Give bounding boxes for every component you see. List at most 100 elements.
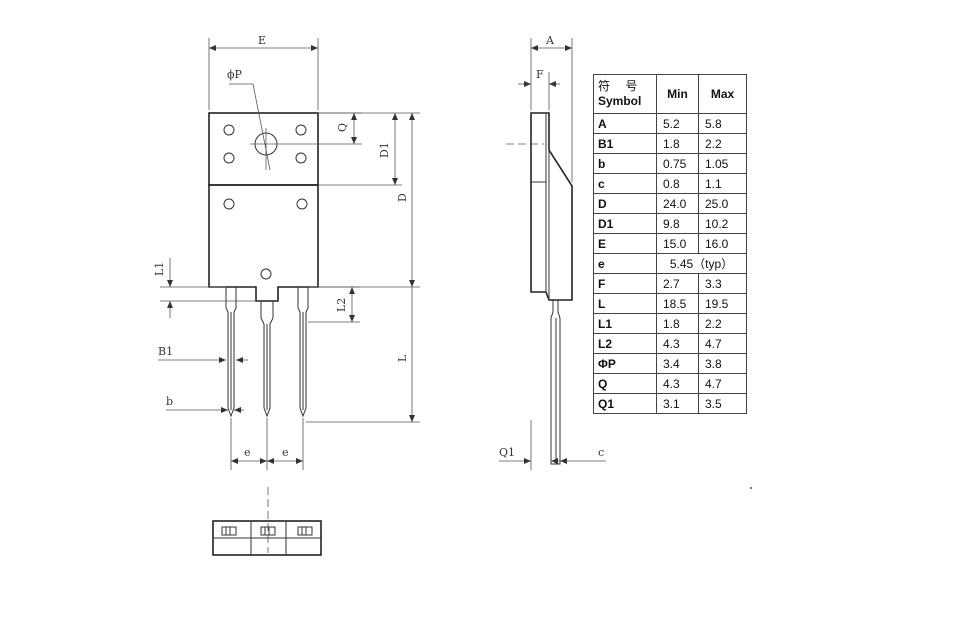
row-max: 4.7 <box>698 373 747 394</box>
row-min: 9.8 <box>656 213 699 234</box>
row-symbol: E <box>593 233 657 254</box>
row-min: 18.5 <box>656 293 699 314</box>
tab-hole-bottom-right <box>295 152 307 164</box>
table-row: ΦP 3.4 3.8 <box>593 353 747 374</box>
table-row: L1 1.8 2.2 <box>593 313 747 334</box>
header-symbol-cn: 符 号 <box>598 79 644 93</box>
table-row: E 15.0 16.0 <box>593 233 747 254</box>
row-max: 16.0 <box>698 233 747 254</box>
row-symbol: e <box>593 253 657 274</box>
dimension-L: L <box>306 287 420 423</box>
row-max: 10.2 <box>698 213 747 234</box>
label-L1: L1 <box>153 262 166 276</box>
row-symbol: A <box>593 113 657 134</box>
dimension-A: A <box>530 34 573 182</box>
label-E: E <box>258 34 266 47</box>
row-max: 25.0 <box>698 193 747 214</box>
bottom-view <box>212 487 322 556</box>
table-row: L 18.5 19.5 <box>593 293 747 314</box>
row-min: 3.1 <box>656 393 699 414</box>
label-F: F <box>536 68 544 81</box>
row-min: 4.3 <box>656 373 699 394</box>
side-view: A F Q1 c <box>499 34 606 470</box>
dimension-phiP: ϕP <box>227 68 271 171</box>
label-c: c <box>598 446 604 459</box>
label-B1: B1 <box>158 345 173 358</box>
dimension-c: c <box>560 446 606 464</box>
label-phiP: ϕP <box>227 68 242 81</box>
label-Q: Q <box>336 123 349 132</box>
label-e-right: e <box>282 446 289 459</box>
header-max: Max <box>698 74 747 114</box>
row-max: 2.2 <box>698 313 747 334</box>
row-min: 1.8 <box>656 313 699 334</box>
row-symbol: Q1 <box>593 393 657 414</box>
dimension-F: F <box>518 68 560 110</box>
row-max: 5.8 <box>698 113 747 134</box>
row-symbol: L1 <box>593 313 657 334</box>
row-symbol: F <box>593 273 657 294</box>
row-max: 2.2 <box>698 133 747 154</box>
label-L2: L2 <box>335 298 348 312</box>
table-header-row: 符 号 Symbol Min Max <box>593 74 747 114</box>
row-symbol: c <box>593 173 657 194</box>
row-symbol: L2 <box>593 333 657 354</box>
dimension-D: D <box>318 112 420 288</box>
body-hole-right <box>296 198 308 210</box>
dimension-L2: L2 <box>308 286 360 323</box>
row-max: 1.1 <box>698 173 747 194</box>
dimension-Q: Q <box>282 112 362 145</box>
dimension-L1: L1 <box>153 258 256 318</box>
label-L: L <box>396 354 409 362</box>
row-symbol: b <box>593 153 657 174</box>
dimension-Q1: Q1 <box>499 420 560 470</box>
dimension-e: e e <box>230 418 304 470</box>
row-symbol: D1 <box>593 213 657 234</box>
row-min: 2.7 <box>656 273 699 294</box>
front-body-outline <box>208 184 319 302</box>
table-row: Q 4.3 4.7 <box>593 373 747 394</box>
table-row: A 5.2 5.8 <box>593 113 747 134</box>
row-min: 15.0 <box>656 233 699 254</box>
header-symbol-en: Symbol <box>598 94 642 108</box>
table-row: L2 4.3 4.7 <box>593 333 747 354</box>
label-A: A <box>545 34 555 47</box>
table-row: F 2.7 3.3 <box>593 273 747 294</box>
tab-hole-bottom-left <box>223 152 235 164</box>
row-symbol: L <box>593 293 657 314</box>
tab-hole-top-left <box>223 124 235 136</box>
table-row: D1 9.8 10.2 <box>593 213 747 234</box>
label-e-left: e <box>244 446 251 459</box>
table-row: b 0.75 1.05 <box>593 153 747 174</box>
body-hole-bottom <box>260 268 272 280</box>
table-row: e 5.45（typ） <box>593 253 747 274</box>
front-tab-outline <box>208 112 319 186</box>
row-symbol: D <box>593 193 657 214</box>
row-symbol: B1 <box>593 133 657 154</box>
row-min: 5.2 <box>656 113 699 134</box>
row-symbol: Q <box>593 373 657 394</box>
header-symbol: 符 号 Symbol <box>593 74 657 114</box>
tab-hole-top-right <box>295 124 307 136</box>
label-b: b <box>166 395 173 408</box>
row-min: 4.3 <box>656 333 699 354</box>
row-min: 24.0 <box>656 193 699 214</box>
row-min: 0.75 <box>656 153 699 174</box>
row-min: 1.8 <box>656 133 699 154</box>
row-symbol: ΦP <box>593 353 657 374</box>
dimension-b: b <box>166 395 244 413</box>
row-max: 1.05 <box>698 153 747 174</box>
dimension-B1: B1 <box>158 345 248 363</box>
row-max: 3.5 <box>698 393 747 414</box>
dimension-E: E <box>208 34 319 110</box>
row-typical: 5.45（typ） <box>656 253 747 274</box>
label-D: D <box>396 193 409 202</box>
front-view: E ϕP Q D1 D <box>153 34 420 470</box>
label-D1: D1 <box>378 142 391 158</box>
header-min: Min <box>656 74 699 114</box>
row-max: 19.5 <box>698 293 747 314</box>
dimension-table: 符 号 Symbol Min Max A 5.2 5.8 B1 1.8 2.2 … <box>593 74 747 414</box>
row-max: 3.3 <box>698 273 747 294</box>
row-max: 4.7 <box>698 333 747 354</box>
row-max: 3.8 <box>698 353 747 374</box>
